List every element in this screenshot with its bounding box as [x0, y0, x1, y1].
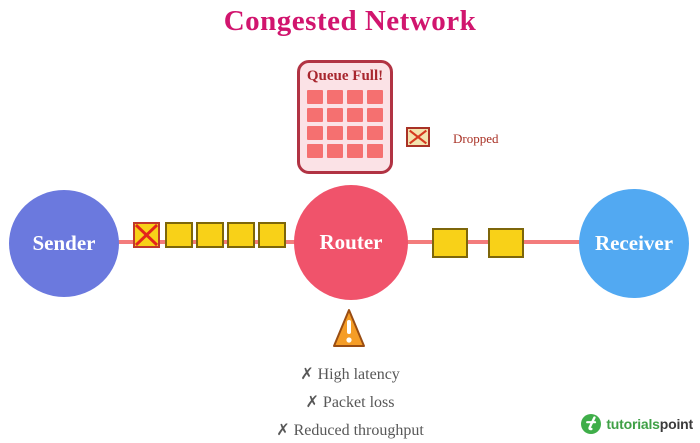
- diagram-title: Congested Network: [223, 5, 477, 37]
- packets-sender-to-router: [165, 222, 286, 248]
- packets-router-to-receiver: [432, 228, 524, 258]
- queue-full-label: Queue Full!: [306, 68, 384, 84]
- packet: [196, 222, 224, 248]
- dropped-packet-icon: [406, 127, 430, 147]
- queue-cell: [367, 108, 383, 122]
- queue-cell: [307, 90, 323, 104]
- issue-item: ✗ Reduced throughput: [276, 422, 424, 439]
- packet: [227, 222, 255, 248]
- dropped-legend-label: Dropped: [453, 131, 499, 146]
- tutorialspoint-wordmark: tutorialspoint: [606, 416, 693, 432]
- logo-text-point: point: [659, 416, 693, 432]
- queue-cell: [327, 126, 343, 140]
- tutorialspoint-logo: tutorialspoint: [581, 414, 693, 434]
- queue-cell: [307, 144, 323, 158]
- queue-cell: [347, 144, 363, 158]
- queue-cell: [327, 90, 343, 104]
- packet: [488, 228, 524, 258]
- warning-triangle-icon: [332, 307, 366, 349]
- logo-text-tutorials: tutorials: [606, 416, 660, 432]
- queue-cell: [347, 90, 363, 104]
- queue-cell: [367, 144, 383, 158]
- issue-item: ✗ Packet loss: [305, 394, 395, 411]
- queue-grid: [307, 90, 383, 158]
- queue-cell: [307, 108, 323, 122]
- queue-cell: [307, 126, 323, 140]
- router-node: Router: [294, 185, 408, 300]
- packet: [432, 228, 468, 258]
- queue-cell: [367, 90, 383, 104]
- dropped-packet: [133, 222, 160, 248]
- queue-cell: [347, 126, 363, 140]
- packet: [258, 222, 286, 248]
- tutorialspoint-icon: [581, 414, 602, 434]
- queue-cell: [327, 144, 343, 158]
- packet: [165, 222, 193, 248]
- sender-node: Sender: [9, 190, 119, 297]
- queue-cell: [367, 126, 383, 140]
- receiver-node: Receiver: [579, 189, 689, 298]
- queue-full-box: Queue Full!: [297, 60, 393, 174]
- congestion-issues-list: ✗ High latency ✗ Packet loss ✗ Reduced th…: [0, 361, 700, 443]
- issue-item: ✗ High latency: [300, 366, 400, 383]
- queue-cell: [347, 108, 363, 122]
- queue-cell: [327, 108, 343, 122]
